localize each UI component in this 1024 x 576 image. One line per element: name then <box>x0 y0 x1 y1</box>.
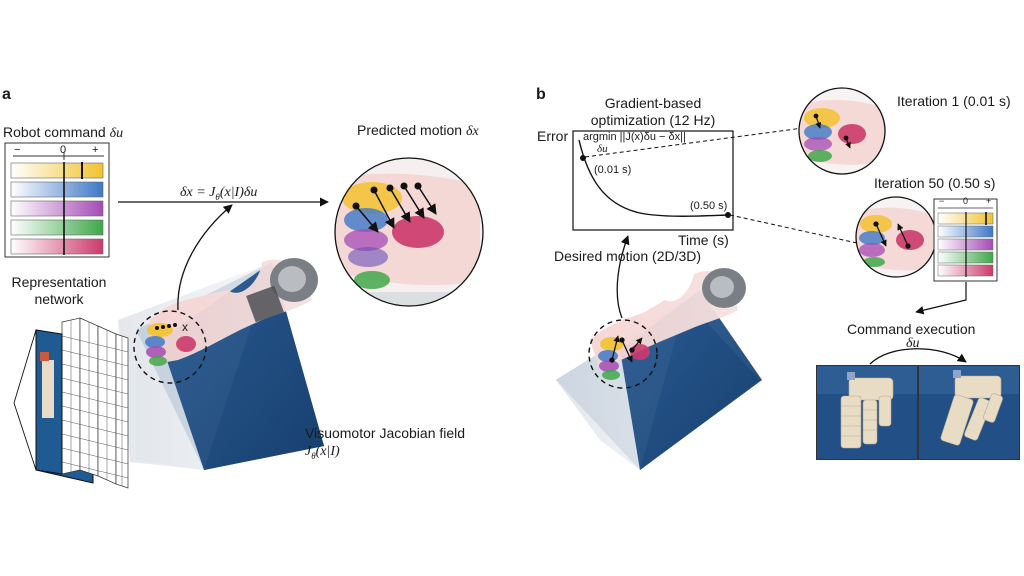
jacobian-field-label: Visuomotor Jacobian field Jθ(x|I) <box>305 425 466 461</box>
jacobian-equation: δx = Jθ(x|I)δu <box>180 185 258 202</box>
query-to-equation-arrow <box>177 204 233 311</box>
query-point-label: x <box>182 320 188 334</box>
scene-b <box>556 268 762 470</box>
time-axis-label: Time (s) <box>678 232 729 248</box>
iteration-50-zoom <box>855 196 937 278</box>
iteration-1-label: Iteration 1 (0.01 s) <box>897 93 1011 109</box>
command-execution-label: Command execution <box>847 321 976 337</box>
slider-plus-a: + <box>92 144 99 156</box>
execution-photo-after <box>918 365 1020 460</box>
slider-bar-green <box>10 219 104 236</box>
representation-network <box>13 317 129 489</box>
error-time-plot <box>572 130 734 231</box>
slider-minus-b: − <box>939 196 945 206</box>
time-marker-0-50s: (0.50 s) <box>690 200 728 212</box>
slider-zero-b: 0 <box>963 196 969 206</box>
connector-iteration-50 <box>729 214 858 244</box>
robot-command-label: Robot command δu <box>3 124 124 141</box>
slider-minus-a: − <box>14 144 21 156</box>
execution-symbol: δu <box>906 336 920 351</box>
predicted-motion-zoom <box>334 157 484 307</box>
iteration-1-zoom <box>798 87 886 175</box>
connector-iteration-1 <box>584 127 804 158</box>
desired-to-plot-arrow <box>616 235 630 319</box>
predicted-motion-label: Predicted motion δx <box>357 122 479 139</box>
desired-motion-label: Desired motion (2D/3D) <box>554 248 702 264</box>
query-circle-a <box>133 310 207 384</box>
time-marker-0-01s: (0.01 s) <box>594 164 632 176</box>
argmin-expression: argmin ||J(x)δu − δx|| δu <box>583 131 686 155</box>
panel-b-letter: b <box>536 86 546 103</box>
slider-plus-b: + <box>986 196 992 206</box>
marker-0-01s <box>580 155 586 161</box>
execution-arrow <box>869 348 967 365</box>
iteration-50-label: Iteration 50 (0.50 s) <box>874 175 996 191</box>
slider-to-execution-arrow <box>915 282 967 315</box>
query-point-dots <box>155 323 177 330</box>
scene-a <box>118 258 324 470</box>
slider-bar-pink <box>10 238 104 255</box>
slider-bar-blue <box>10 181 104 198</box>
slider-zero-a: 0 <box>60 144 67 156</box>
error-curve <box>578 139 729 217</box>
slider-bar-yellow <box>10 162 104 179</box>
slider-bar-purple <box>10 200 104 217</box>
marker-0-50s <box>725 212 731 218</box>
desired-motion-circle <box>588 319 658 389</box>
error-axis-label: Error <box>537 128 569 144</box>
robot-command-slider-box <box>4 142 110 258</box>
representation-network-label: Representation network <box>11 274 107 307</box>
desired-motion-arrows <box>609 335 643 363</box>
optimization-title: Gradient-based optimization (12 Hz) <box>590 95 716 128</box>
panel-a-letter: a <box>2 86 11 103</box>
command-slider-box-b <box>933 198 998 282</box>
execution-photo-before <box>816 365 918 460</box>
